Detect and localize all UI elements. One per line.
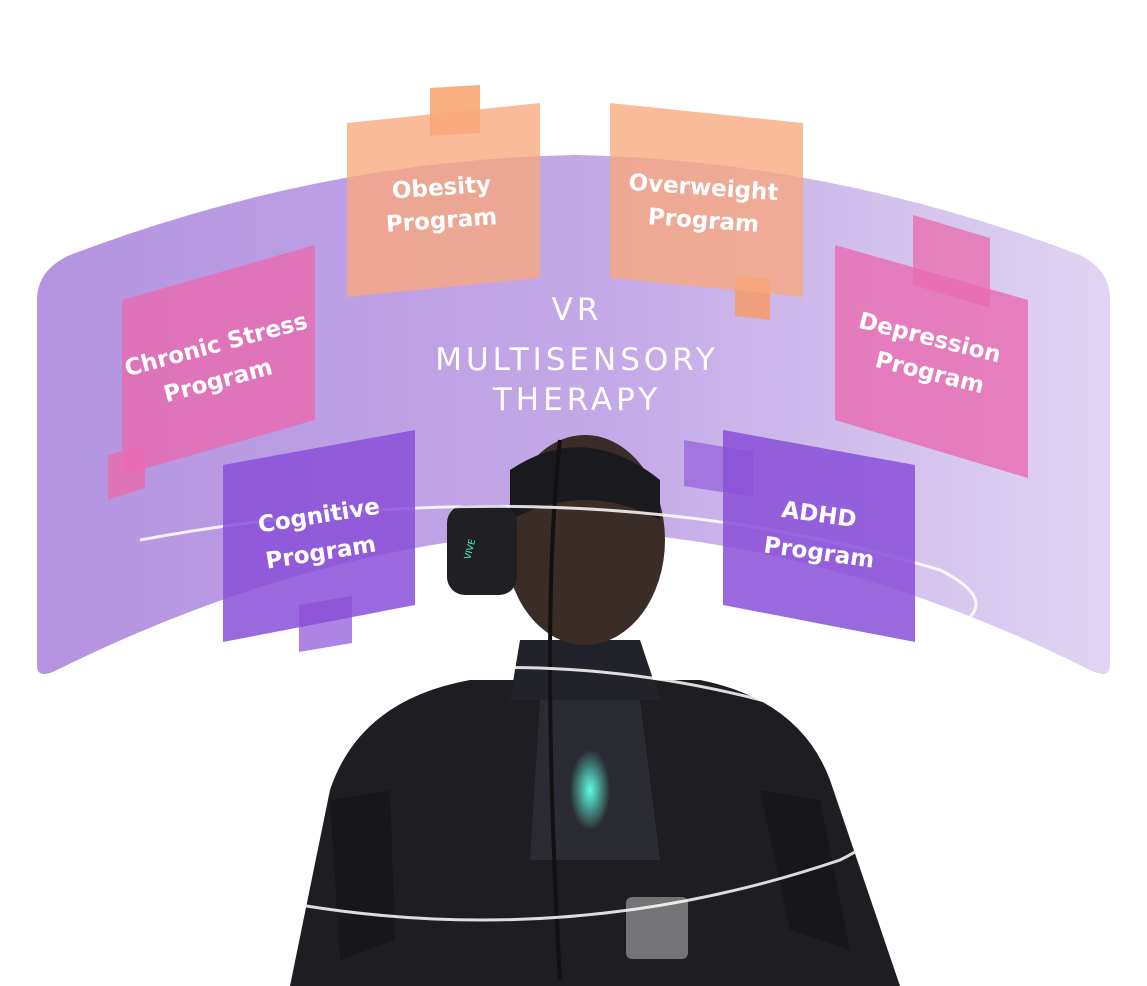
orbit-ring-lower <box>299 666 907 922</box>
decor-square <box>626 897 688 959</box>
therapy-title: VR MULTISENSORY THERAPY <box>435 292 719 418</box>
program-card-chronic-stress[interactable]: Chronic Stress Program <box>122 245 315 475</box>
program-card-obesity[interactable]: Obesity Program <box>347 103 540 297</box>
title-line-2: MULTISENSORY <box>435 342 719 378</box>
person-with-vr-suit: VIVE <box>290 435 900 986</box>
program-card-cognitive[interactable]: Cognitive Program <box>223 430 415 642</box>
program-card-depression[interactable]: Depression Program <box>835 245 1028 478</box>
program-card-overweight[interactable]: Overweight Program <box>610 103 803 297</box>
program-card-adhd[interactable]: ADHD Program <box>723 430 915 642</box>
title-line-1: VR <box>552 292 603 328</box>
title-line-3: THERAPY <box>492 382 661 418</box>
